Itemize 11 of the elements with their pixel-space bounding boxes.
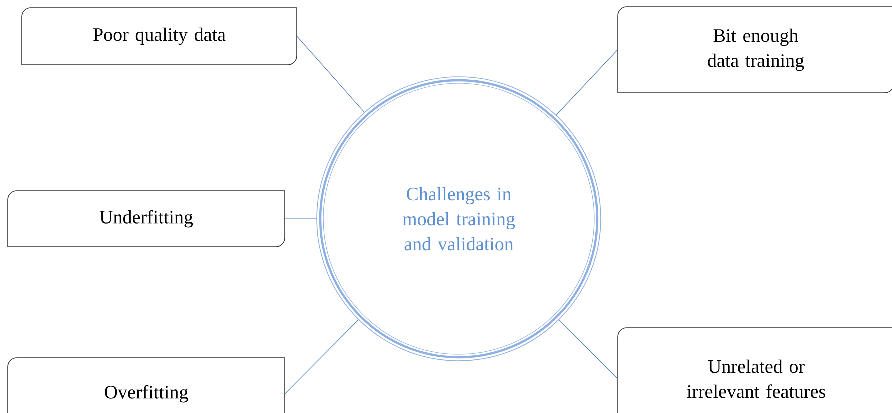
connector-line [558, 320, 618, 380]
connector-line [284, 320, 360, 394]
text-box: Overfitting [8, 358, 286, 413]
text-box: Unrelated or irrelevant features [618, 328, 892, 413]
text-box: Underfitting [8, 190, 286, 248]
connector-line [284, 218, 318, 220]
text-box: Poor quality data [22, 8, 298, 66]
circle-node: Challenges in model training and validation [316, 76, 602, 362]
text-box: Bit enough data training [618, 6, 892, 94]
connector-line [296, 36, 365, 113]
connector-line [556, 50, 618, 116]
